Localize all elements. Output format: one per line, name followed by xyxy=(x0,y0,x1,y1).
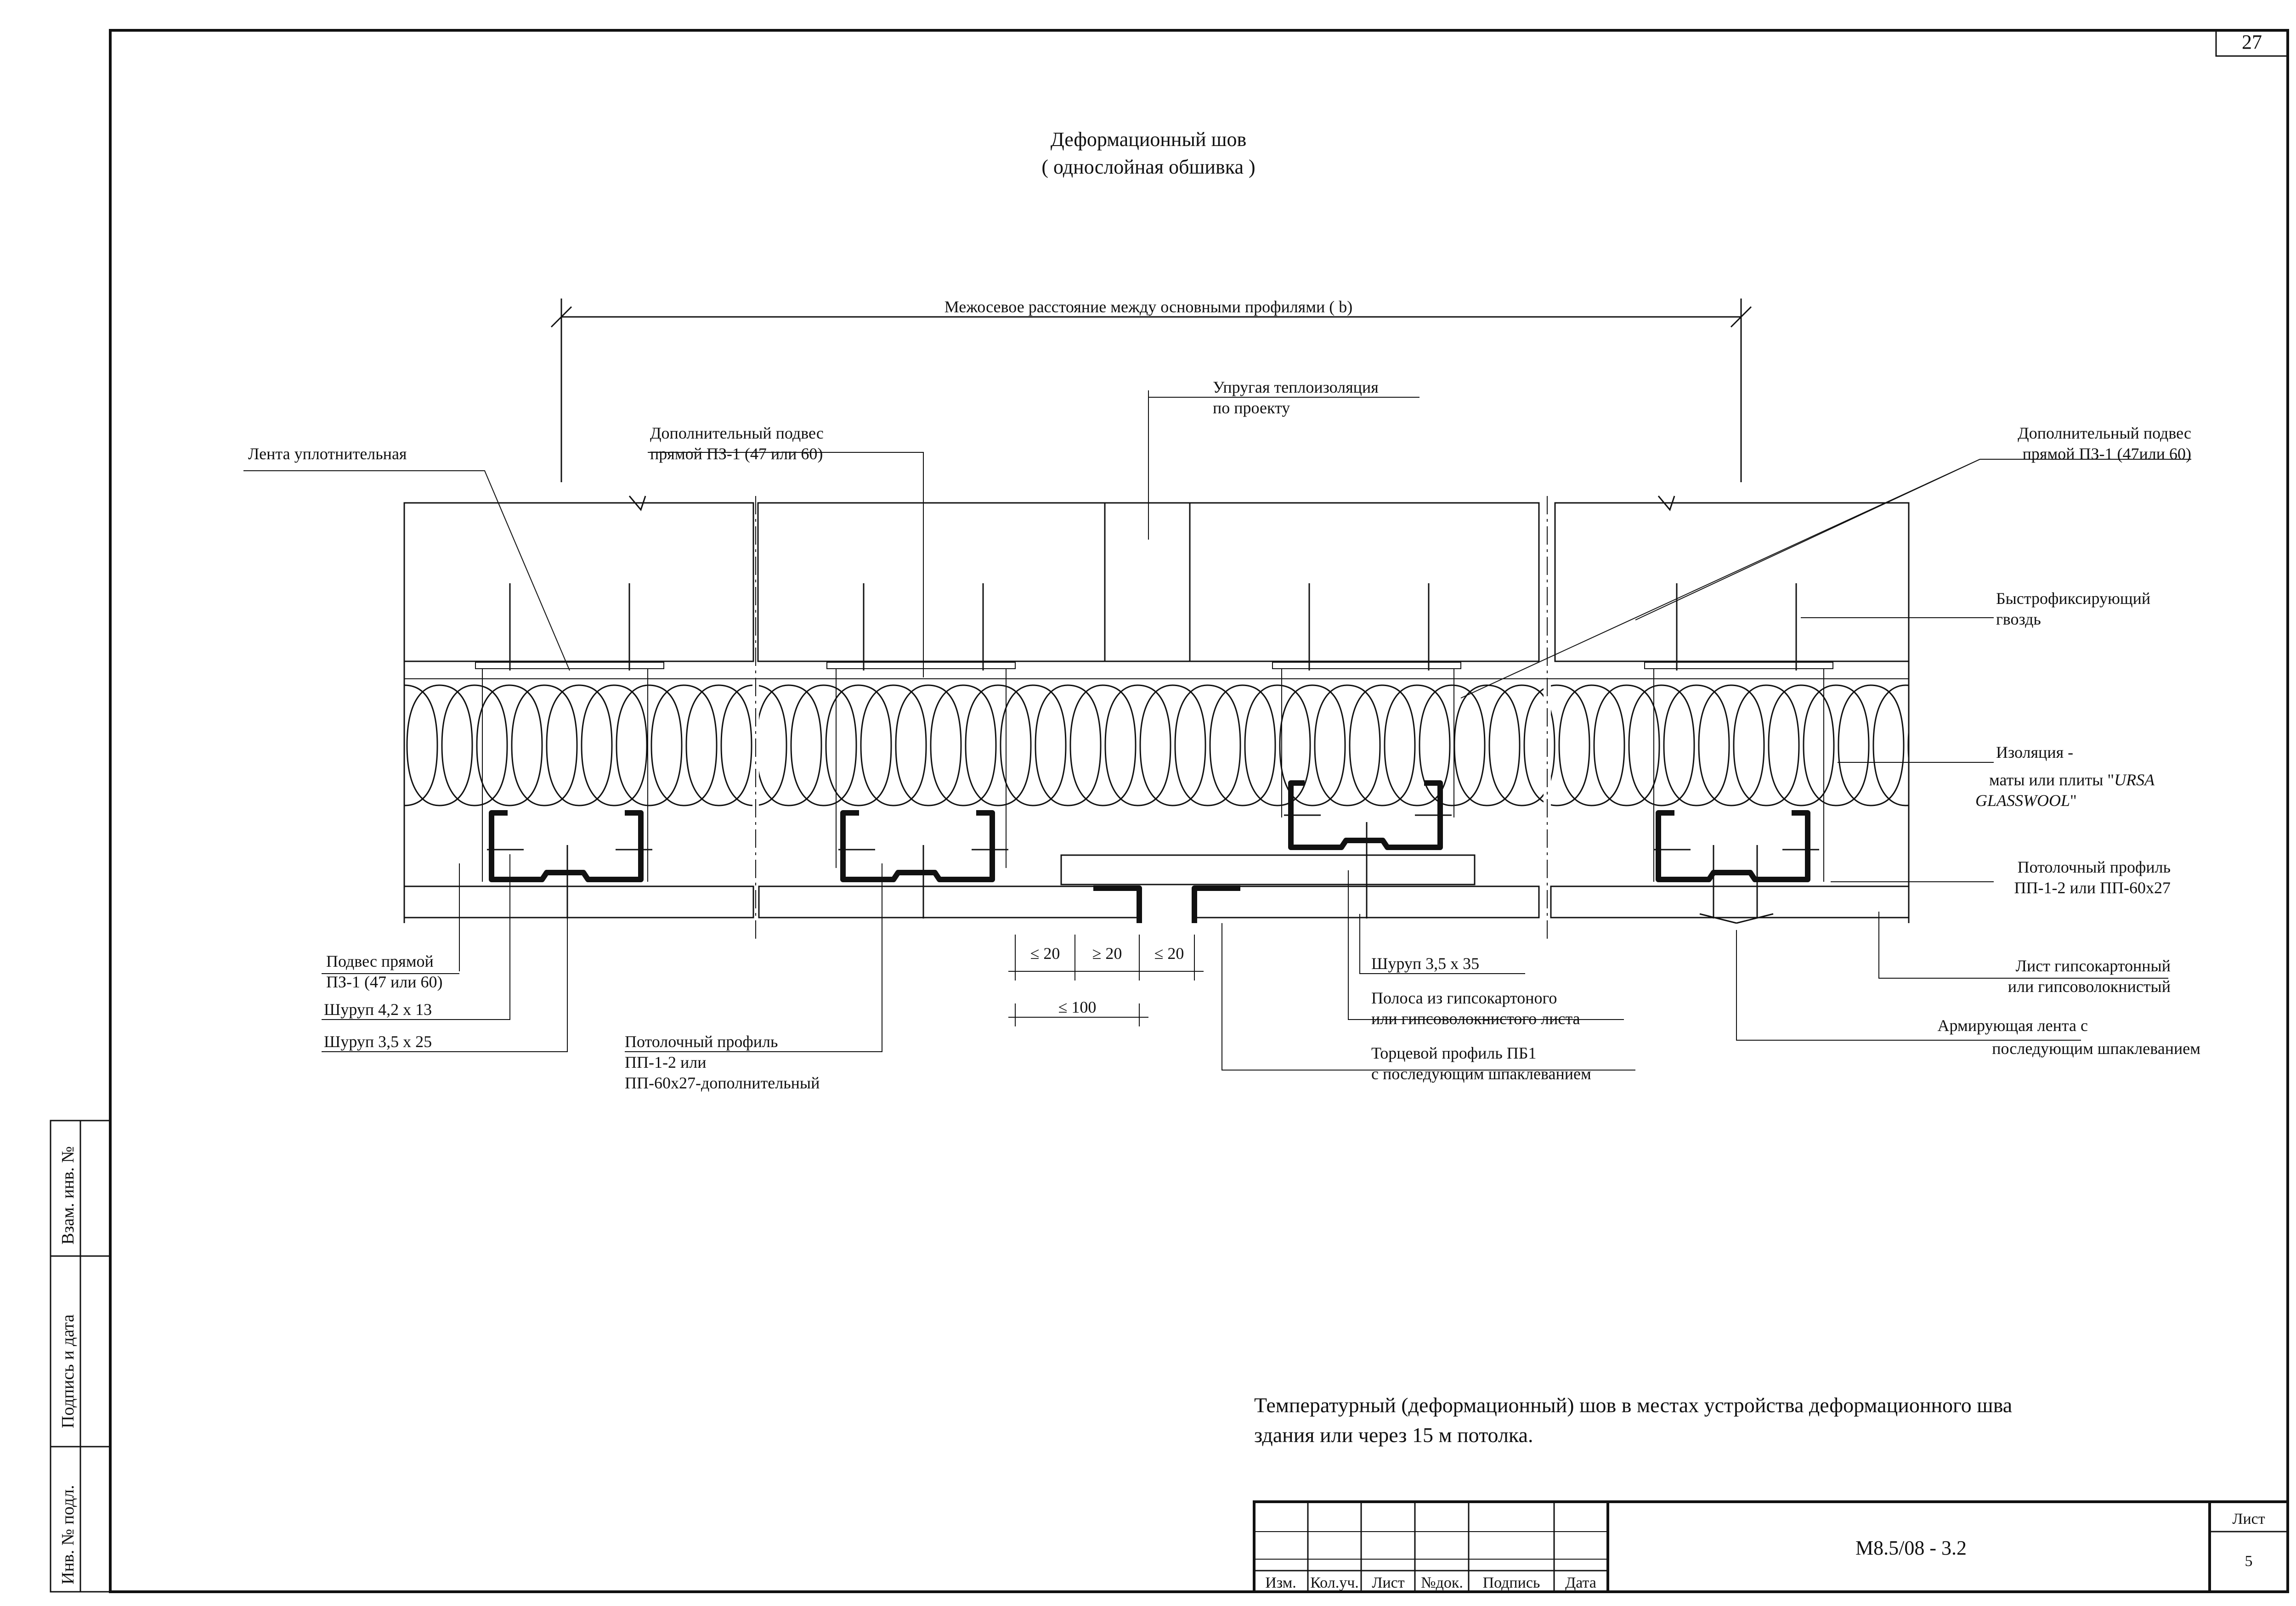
label-gypsum-sheet-1: Лист гипсокартонный xyxy=(2016,957,2171,975)
label-elastic-insulation-1: Упругая теплоизоляция xyxy=(1213,378,1379,396)
tb-sheet-number: 5 xyxy=(2245,1553,2253,1570)
label-hanger-direct-2: ПЗ-1 (47 или 60) xyxy=(326,973,443,991)
hanger-plates xyxy=(475,662,1833,669)
callout-labels: Лента уплотнительная Дополнительный подв… xyxy=(248,378,2200,1092)
dim-le20-left: ≤ 20 xyxy=(1030,944,1060,963)
note-line-1: Температурный (деформационный) шов в мес… xyxy=(1254,1393,2012,1417)
title-block: Изм. Кол.уч. Лист №док. Подпись Дата М8.… xyxy=(1253,1500,2289,1593)
side-stamp: Инв. № подл. Подпись и дата Взам. инв. № xyxy=(50,1120,111,1593)
label-screw-42: Шуруп 4,2 х 13 xyxy=(324,1000,432,1019)
label-quick-nail-2: гвоздь xyxy=(1996,610,2041,628)
tb-sheet-label: Лист xyxy=(2232,1510,2265,1527)
label-insulation-1: Изоляция - xyxy=(1996,743,2073,761)
tb-document-code: М8.5/08 - 3.2 xyxy=(1855,1537,1967,1559)
tb-col-signature: Подпись xyxy=(1483,1574,1540,1591)
page-number: 27 xyxy=(2242,31,2262,53)
label-quick-nail-1: Быстрофиксирующий xyxy=(1996,589,2150,608)
stamp-inv-no-replace: Взам. инв. № xyxy=(58,1146,78,1245)
tb-col-date: Дата xyxy=(1565,1574,1596,1591)
label-insulation-2-line: маты или плиты "URSA xyxy=(1989,771,2155,789)
drawing-title: Деформационный шов xyxy=(1051,128,1247,151)
label-insulation-quote-end: " xyxy=(2070,791,2077,810)
label-end-profile-1: Торцевой профиль ПБ1 xyxy=(1371,1044,1536,1062)
tb-col-change: Изм. xyxy=(1265,1574,1296,1591)
drawing-subtitle: ( однослойная обшивка ) xyxy=(1041,156,1255,178)
label-elastic-insulation-2: по проекту xyxy=(1213,399,1290,417)
leader-lines xyxy=(243,390,2191,1071)
end-profile-right xyxy=(1192,885,1240,923)
tb-col-sheet: Лист xyxy=(1372,1574,1404,1591)
tb-col-doc: №док. xyxy=(1421,1574,1463,1591)
dimension-b: Межосевое расстояние между основными про… xyxy=(550,294,1752,482)
label-hanger-direct-1: Подвес прямой xyxy=(326,952,434,970)
label-strip-1: Полоса из гипсокартоного xyxy=(1371,989,1557,1007)
dim-le20-right: ≤ 20 xyxy=(1154,944,1184,963)
label-ceiling-profile-extra-2: ПП-1-2 или xyxy=(625,1053,706,1071)
screws xyxy=(487,814,1819,924)
label-screw-35-35: Шуруп 3,5 х 35 xyxy=(1371,954,1479,973)
label-insulation-brand-2: GLASSWOOL xyxy=(1975,791,2070,810)
label-insulation-brand-1: URSA xyxy=(2114,771,2155,789)
label-end-profile-2: с последующим шпаклеванием xyxy=(1371,1065,1591,1083)
stamp-inv-no-orig: Инв. № подл. xyxy=(58,1485,78,1584)
dim-le100: ≤ 100 xyxy=(1058,998,1097,1016)
label-reinforcing-tape-2: последующим шпаклеванием xyxy=(1992,1039,2200,1058)
label-strip-2: или гипсоволокнистого листа xyxy=(1371,1009,1580,1028)
page-number-box xyxy=(2215,29,2289,57)
dimension-b-label: Межосевое расстояние между основными про… xyxy=(944,298,1353,316)
label-ceiling-profile-extra-1: Потолочный профиль xyxy=(625,1032,778,1051)
end-profile-left xyxy=(1093,885,1142,923)
hangers xyxy=(482,583,1824,882)
gypsum-strip xyxy=(1060,854,1476,885)
label-extra-hanger-right-1: Дополнительный подвес xyxy=(2018,424,2191,442)
dim-ge20: ≥ 20 xyxy=(1092,944,1122,963)
tb-col-count: Кол.уч. xyxy=(1310,1574,1359,1591)
label-ceiling-profile-right-1: Потолочный профиль xyxy=(2018,858,2171,876)
label-reinforcing-tape-1: Армирующая лента с xyxy=(1937,1016,2088,1035)
elastic-insulation-fill xyxy=(1104,502,1191,662)
sheet-frame xyxy=(109,29,2289,1593)
small-dimensions: ≤ 20 ≥ 20 ≤ 20 ≤ 100 xyxy=(1008,935,1204,1026)
label-gypsum-sheet-2: или гипсоволокнистый xyxy=(2008,977,2171,996)
label-ceiling-profile-extra-3: ПП-60х27-дополнительный xyxy=(625,1074,820,1092)
label-sealing-tape: Лента уплотнительная xyxy=(248,445,407,463)
label-extra-hanger-left-2: прямой ПЗ-1 (47 или 60) xyxy=(650,445,823,463)
label-insulation-3-line: GLASSWOOL" xyxy=(1975,791,2077,810)
label-insulation-2: маты или плиты " xyxy=(1989,771,2114,789)
label-extra-hanger-left-1: Дополнительный подвес xyxy=(650,424,824,442)
stamp-signature-date: Подпись и дата xyxy=(58,1314,78,1428)
insulation-layer xyxy=(404,678,1909,812)
note-line-2: здания или через 15 м потолка. xyxy=(1254,1423,1533,1447)
label-ceiling-profile-right-2: ПП-1-2 или ПП-60х27 xyxy=(2014,879,2171,897)
label-extra-hanger-right-2: прямой ПЗ-1 (47или 60) xyxy=(2023,445,2191,463)
label-screw-35-25: Шуруп 3,5 х 25 xyxy=(324,1032,432,1051)
gypsum-board xyxy=(403,854,1910,919)
